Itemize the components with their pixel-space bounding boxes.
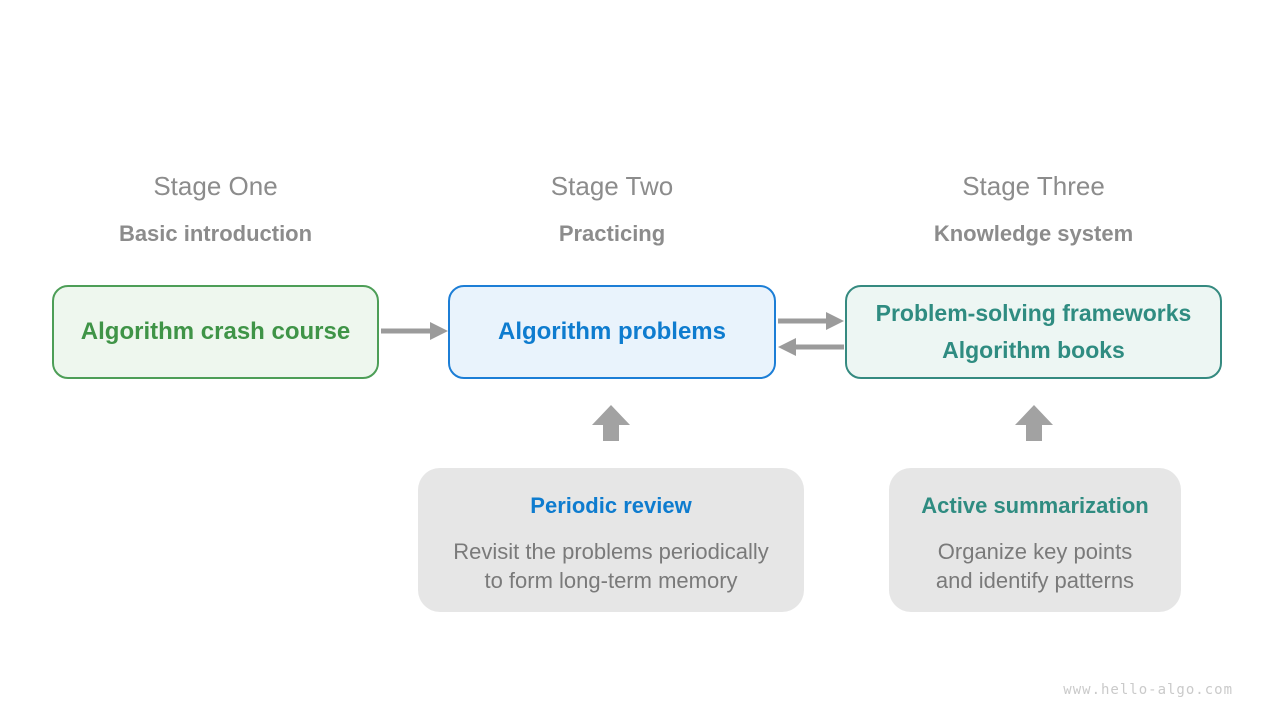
box-label: Algorithm books <box>942 337 1125 363</box>
note-body: Organize key points and identify pattern… <box>936 537 1134 595</box>
note-title: Active summarization <box>921 493 1149 518</box>
note-body: Revisit the problems periodically to for… <box>453 537 768 595</box>
arrow-right-icon <box>381 322 448 340</box>
algorithm-crash-course-box: Algorithm crash course <box>52 285 379 379</box>
stage-three-subtitle: Knowledge system <box>933 221 1134 246</box>
knowledge-system-box: Problem-solving frameworks Algorithm boo… <box>845 285 1222 379</box>
note-body-line: to form long-term memory <box>484 568 738 593</box>
box-label: Problem-solving frameworks <box>875 300 1192 326</box>
arrow-right-icon <box>778 312 844 330</box>
box-label: Algorithm crash course <box>80 318 351 345</box>
active-summarization-card: Active summarization Organize key points… <box>889 468 1181 612</box>
note-body-line: Organize key points <box>937 539 1133 564</box>
note-body-line: and identify patterns <box>935 568 1135 593</box>
stage-two-subtitle: Practicing <box>558 221 666 246</box>
box-label: Algorithm problems <box>497 318 726 345</box>
note-body-line: Revisit the problems periodically <box>453 539 769 564</box>
stage-three-title: Stage Three <box>962 171 1105 201</box>
arrow-up-icon <box>592 405 630 441</box>
note-title: Periodic review <box>530 493 692 518</box>
arrow-left-icon <box>778 338 844 356</box>
stage-one-subtitle: Basic introduction <box>118 221 313 246</box>
algorithm-problems-box: Algorithm problems <box>448 285 776 379</box>
watermark: www.hello-algo.com <box>1063 682 1233 698</box>
periodic-review-card: Periodic review Revisit the problems per… <box>418 468 804 612</box>
stage-one-title: Stage One <box>153 171 278 201</box>
stage-two-title: Stage Two <box>550 171 674 201</box>
arrow-up-icon <box>1015 405 1053 441</box>
